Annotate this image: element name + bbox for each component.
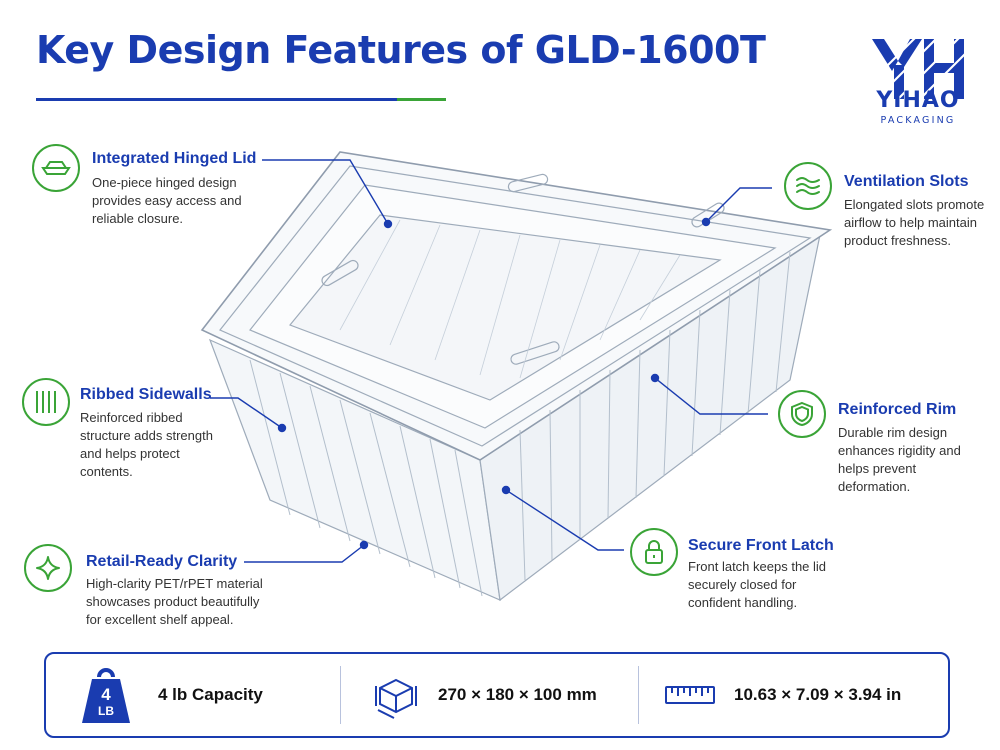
spec-capacity: 4 LB 4 lb Capacity (80, 654, 263, 736)
ribs-icon (22, 378, 70, 426)
capacity-label: 4 lb Capacity (158, 685, 263, 704)
lock-icon (630, 528, 678, 576)
title-underline (36, 98, 446, 101)
box-dimensions-icon (372, 670, 420, 720)
sparkle-icon (24, 544, 72, 592)
divider (340, 666, 341, 724)
feature-title: Ventilation Slots (844, 173, 969, 190)
weight-icon: 4 LB (80, 665, 132, 725)
feature-description: One-piece hinged design provides easy ac… (92, 175, 242, 226)
feature-description: High-clarity PET/rPET material showcases… (86, 576, 263, 627)
feature-description: Reinforced ribbed structure adds strengt… (80, 410, 213, 479)
weight-value: 4 (101, 685, 111, 704)
yihao-logo-icon (862, 20, 974, 116)
feature-title: Integrated Hinged Lid (92, 150, 257, 167)
spec-metric-dimensions: 270 × 180 × 100 mm (372, 654, 597, 736)
divider (638, 666, 639, 724)
brand-name: YIHAO (876, 88, 960, 113)
imperial-dimensions-label: 10.63 × 7.09 × 3.94 in (734, 685, 902, 704)
brand-subtitle: PACKAGING (880, 115, 956, 126)
feature-description: Front latch keeps the lid securely close… (688, 559, 827, 610)
airflow-icon (784, 162, 832, 210)
feature-title: Reinforced Rim (838, 401, 957, 418)
hinged-lid-icon (32, 144, 80, 192)
page-title: Key Design Features of GLD-1600T (36, 28, 766, 72)
feature-title: Ribbed Sidewalls (80, 386, 212, 403)
weight-unit: LB (98, 704, 114, 718)
feature-description: Elongated slots promote airflow to help … (844, 197, 985, 248)
feature-title: Secure Front Latch (688, 537, 834, 554)
ruler-icon (664, 680, 716, 710)
shield-icon (778, 390, 826, 438)
feature-title: Retail-Ready Clarity (86, 553, 238, 570)
feature-description: Durable rim design enhances rigidity and… (838, 425, 961, 494)
spec-imperial-dimensions: 10.63 × 7.09 × 3.94 in (664, 654, 901, 736)
metric-dimensions-label: 270 × 180 × 100 mm (438, 685, 597, 704)
specifications-bar: 4 LB 4 lb Capacity 270 × 180 × 100 mm (44, 652, 950, 738)
